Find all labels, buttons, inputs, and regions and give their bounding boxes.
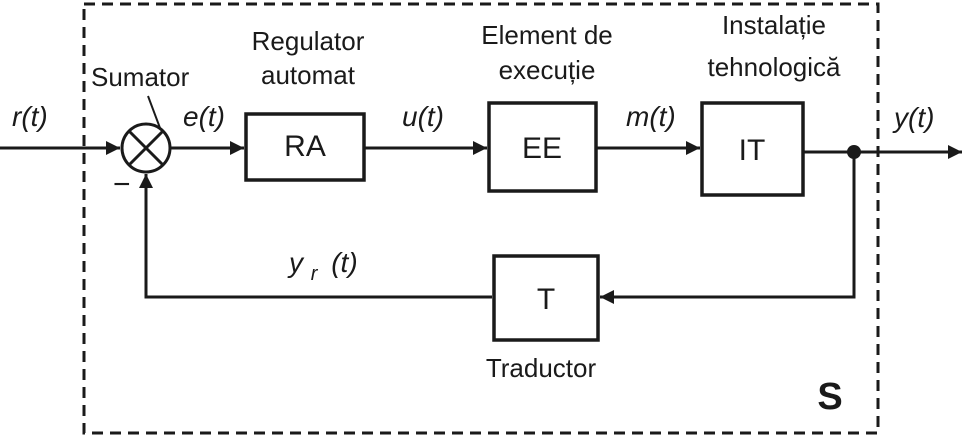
- transducer-block: [492, 254, 600, 342]
- feedback-to-summer-arrow: [139, 174, 492, 299]
- signal-measured-rest: (t): [331, 247, 357, 278]
- system-label: S: [817, 376, 842, 418]
- transducer-title: Traductor: [486, 353, 597, 383]
- actuator-title-line1: Element de: [481, 20, 613, 50]
- actuator-code: EE: [522, 132, 562, 165]
- process-code: IT: [739, 134, 766, 167]
- process-block: [700, 101, 805, 197]
- summing-junction: [120, 122, 172, 174]
- signal-control: u(t): [402, 101, 444, 132]
- actuator-block: [487, 101, 598, 193]
- minus-sign: −: [113, 168, 131, 201]
- signal-measured-sub: r: [311, 263, 319, 285]
- signal-reference: r(t): [12, 101, 48, 132]
- feedback-to-transducer-arrow: [600, 152, 856, 304]
- regulator-title-line2: automat: [261, 60, 356, 90]
- regulator-block: [244, 112, 366, 182]
- signal-actuation: m(t): [626, 101, 676, 132]
- regulator-title-line1: Regulator: [252, 26, 365, 56]
- signal-output: y(t): [892, 102, 934, 133]
- signal-measured-main: y: [287, 247, 305, 278]
- process-title-line1: Instalație: [722, 10, 826, 40]
- regulator-code: RA: [284, 130, 326, 163]
- transducer-code: T: [537, 283, 555, 316]
- summer-label-leader: [147, 95, 161, 129]
- summer-label: Sumator: [91, 62, 190, 92]
- actuator-title-line2: execuție: [499, 55, 596, 85]
- process-title-line2: tehnologică: [708, 52, 842, 82]
- signal-error: e(t): [183, 101, 225, 132]
- branch-point: [847, 145, 861, 159]
- signal-measured: y r (t): [287, 247, 358, 286]
- system-boundary: [82, 2, 880, 435]
